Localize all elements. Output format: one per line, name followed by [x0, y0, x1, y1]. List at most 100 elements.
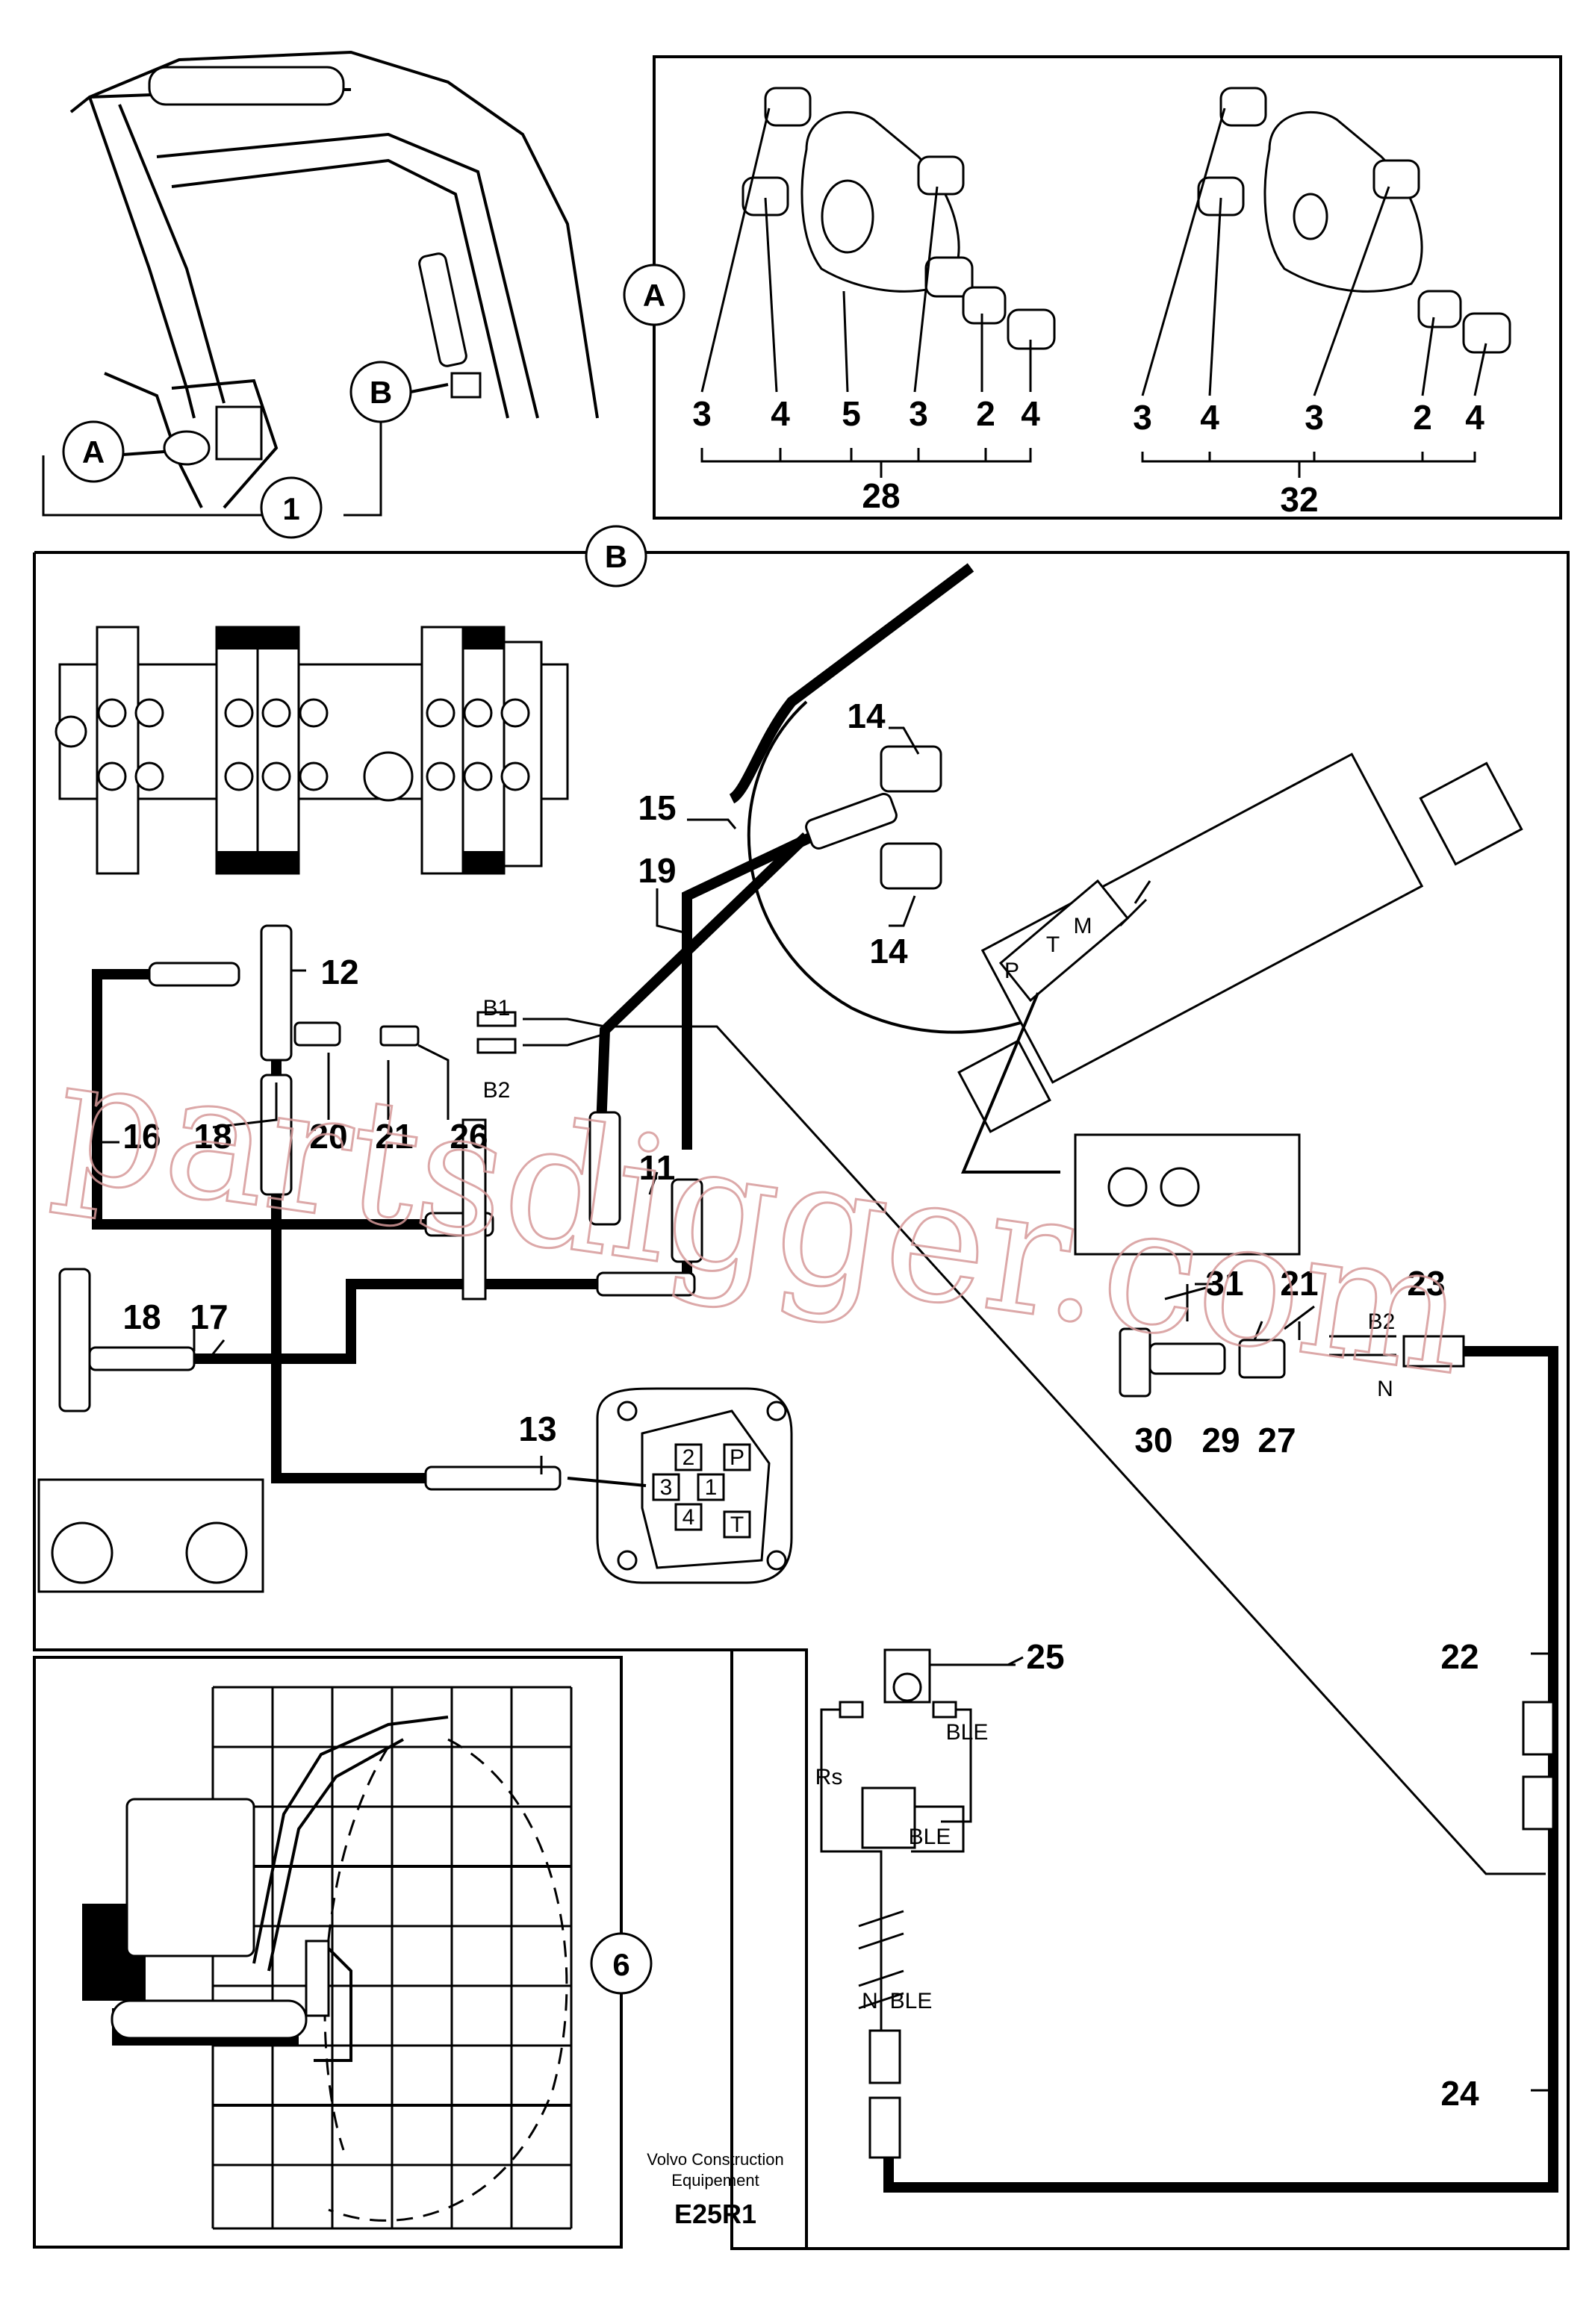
- joystick-label-4: 4: [683, 1505, 695, 1530]
- wire-label-b2-left: B2: [483, 1078, 511, 1103]
- mini-excavator: [82, 1716, 449, 2062]
- label-28: 28: [862, 476, 900, 515]
- lamp-25: [883, 1648, 931, 1704]
- joystick-label-3: 3: [660, 1475, 673, 1500]
- svg-text:B: B: [370, 375, 392, 410]
- label-32: 32: [1280, 480, 1318, 519]
- bushing-2-left: [962, 286, 1007, 325]
- label-21a: 21: [375, 1117, 413, 1156]
- label-4-a2: 4: [1021, 394, 1040, 433]
- callout-b-detail: B: [585, 525, 647, 588]
- wire-label-b2-right: B2: [1368, 1309, 1396, 1334]
- label-24: 24: [1440, 2074, 1479, 2113]
- wire-label-ble-bottom: BLE: [890, 1989, 933, 2013]
- hose-22-24: [883, 1346, 1558, 2193]
- valve-cap-2: [258, 627, 299, 649]
- electrical-wiring: [476, 1011, 1555, 2159]
- callout-a-overview: A: [62, 420, 125, 483]
- label-5-a1: 5: [842, 394, 861, 433]
- joystick-port-t: [723, 1510, 751, 1539]
- label-4-b2: 4: [1465, 398, 1484, 437]
- valve-cap-4: [217, 851, 258, 873]
- valve-center-bore: [363, 751, 414, 802]
- valve-cap-1: [217, 627, 258, 649]
- footer-brand-line1: Volvo Construction: [647, 2150, 783, 2169]
- label-3-b1: 3: [1133, 398, 1152, 437]
- bushing-4b-right: [1462, 312, 1511, 354]
- hose-13: [271, 1060, 426, 1483]
- wire-label-n-right: N: [1377, 1377, 1393, 1401]
- label-11: 11: [639, 1148, 676, 1187]
- joystick-label-2: 2: [683, 1445, 695, 1470]
- label-19: 19: [638, 851, 676, 890]
- valve-section-1: [96, 626, 140, 875]
- detail-b-frame-left: [33, 552, 806, 2250]
- port-t: T: [1046, 932, 1060, 957]
- arm-cylinder: [418, 252, 467, 367]
- label-31: 31: [1205, 1264, 1243, 1303]
- callout-6: 6: [590, 1932, 653, 1995]
- joystick-port-2: [674, 1443, 703, 1471]
- label-18a: 18: [193, 1117, 231, 1156]
- svg-text:1: 1: [282, 491, 299, 526]
- valve-cap-3: [463, 627, 504, 649]
- label-21b: 21: [1280, 1264, 1318, 1303]
- cylinder-piston-end: [1419, 761, 1523, 866]
- bucket-link-right: [1263, 110, 1423, 293]
- svg-text:A: A: [643, 278, 665, 313]
- hose-17: [194, 1279, 597, 1364]
- label-2-a1: 2: [976, 394, 995, 433]
- valve-cap-5: [258, 851, 299, 873]
- bucket-linkage: [163, 430, 211, 466]
- label-25: 25: [1026, 1637, 1064, 1676]
- svg-text:A: A: [82, 434, 105, 470]
- hose-16: [92, 969, 426, 1230]
- label-3-b2: 3: [1305, 398, 1324, 437]
- valve-section-3: [256, 626, 300, 875]
- label-14a: 14: [847, 697, 886, 735]
- joystick-arrow: [567, 1477, 647, 1487]
- footer-drawing-code: E25R1: [674, 2199, 756, 2229]
- link-bore-left: [821, 179, 874, 254]
- leader-lines: [97, 726, 1553, 2092]
- label-15: 15: [638, 788, 676, 827]
- label-22: 22: [1440, 1637, 1479, 1676]
- connector-b: [450, 372, 482, 399]
- label-13: 13: [518, 1409, 556, 1448]
- valve-cap-6: [463, 851, 504, 873]
- arm-overview: [42, 50, 599, 517]
- valve-section-2: [215, 626, 259, 875]
- callout-b-overview: B: [349, 361, 412, 423]
- label-14b: 14: [869, 932, 908, 971]
- wire-b2: [523, 1032, 606, 1047]
- callout-1: 1: [260, 476, 323, 539]
- svg-text:B: B: [605, 539, 627, 574]
- port-pointer: [961, 992, 1060, 1174]
- label-2-b1: 2: [1413, 398, 1432, 437]
- label-26: 26: [450, 1117, 488, 1156]
- bucket-bracket: [215, 405, 263, 461]
- reach-grid: [211, 1686, 573, 2230]
- bushing-3b-right: [1372, 159, 1420, 199]
- valve-section-5: [461, 626, 506, 875]
- joystick-label-t: T: [730, 1513, 744, 1537]
- valve-section-4: [420, 626, 464, 875]
- bushing-2-right: [1417, 290, 1462, 328]
- wire-label-rs: Rs: [815, 1765, 843, 1789]
- valve-section-6: [503, 641, 543, 867]
- control-valve-block: [55, 626, 569, 875]
- label-3-a2: 3: [909, 394, 928, 433]
- label-18b: 18: [122, 1297, 161, 1336]
- bushing-group-right: [1141, 87, 1511, 478]
- svg-text:6: 6: [612, 1947, 629, 1982]
- joystick-port-4: [674, 1503, 703, 1531]
- label-3-a1: 3: [692, 394, 712, 433]
- cylinder-rod-end: [957, 1039, 1051, 1133]
- joystick-base: [596, 1387, 793, 1584]
- link-bore-right: [1293, 193, 1328, 240]
- wire-label-ble-top: BLE: [946, 1720, 989, 1745]
- label-4-b1: 4: [1200, 398, 1219, 437]
- relay-schematic: [820, 1648, 1016, 2031]
- fittings: [58, 745, 1465, 1491]
